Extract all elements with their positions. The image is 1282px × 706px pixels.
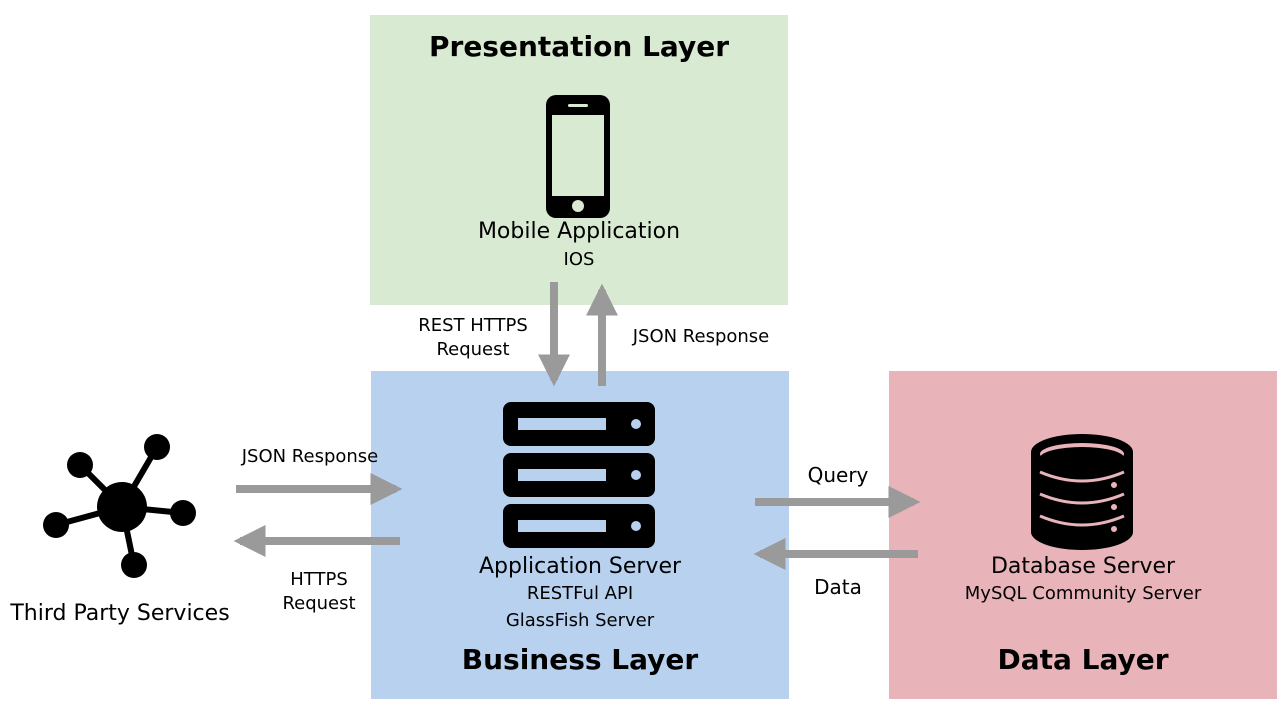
- https-request-line1: HTTPS: [290, 569, 348, 590]
- rest-https-request-line2: Request: [436, 339, 510, 360]
- query-label: Query: [807, 463, 869, 487]
- application-server-label: Application Server: [478, 554, 682, 579]
- third-party-services-label: Third Party Services: [10, 601, 230, 626]
- https-request-line2: Request: [282, 593, 356, 614]
- data-layer-title: Data Layer: [997, 643, 1169, 676]
- business-layer-title: Business Layer: [461, 643, 699, 676]
- json-response-third-party-label: JSON Response: [241, 446, 379, 467]
- https-request-label: HTTPS Request: [260, 568, 378, 616]
- mysql-community-server-label: MySQL Community Server: [964, 583, 1202, 604]
- database-icon: [1031, 434, 1133, 550]
- restful-api-label: RESTFul API: [526, 583, 634, 604]
- network-hub-icon: [43, 434, 196, 578]
- rest-https-request-line1: REST HTTPS: [418, 315, 528, 336]
- smartphone-icon: [546, 95, 610, 218]
- data-flow-label: Data: [814, 575, 862, 599]
- mobile-application-label: Mobile Application: [477, 219, 681, 244]
- ios-label: IOS: [563, 249, 595, 270]
- database-server-label: Database Server: [990, 554, 1176, 579]
- presentation-layer-title: Presentation Layer: [428, 30, 729, 63]
- rest-https-request-label: REST HTTPS Request: [398, 314, 548, 362]
- server-rack-icon: [503, 402, 655, 548]
- glassfish-server-label: GlassFish Server: [505, 610, 655, 631]
- json-response-mobile-label: JSON Response: [632, 326, 770, 347]
